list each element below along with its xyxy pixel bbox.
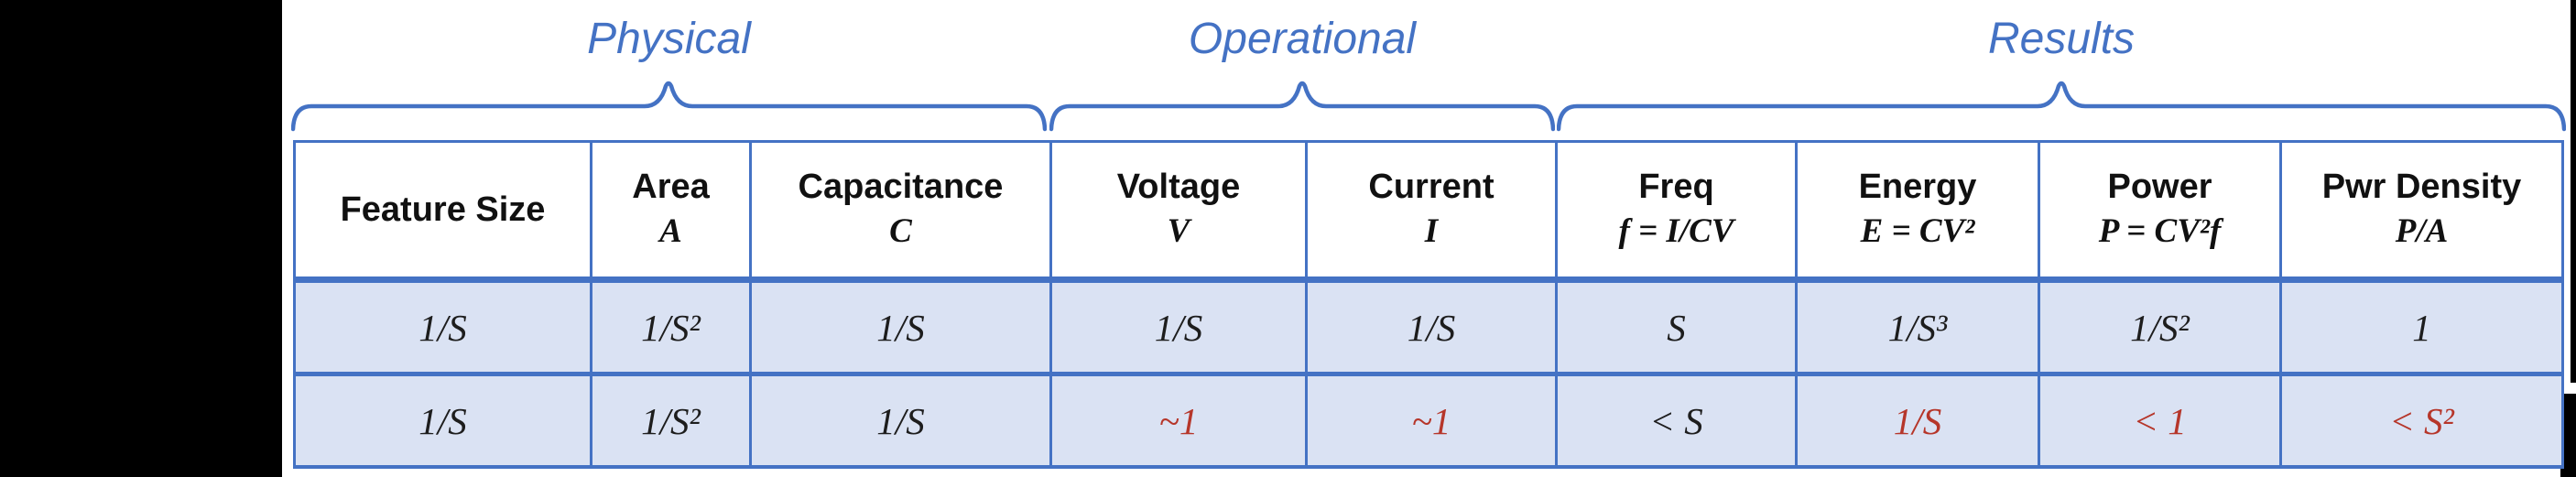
table-row-ideal-scaling: 1/S 1/S² 1/S 1/S 1/S S 1/S³ 1/S² 1 <box>293 278 2564 376</box>
scaling-table: Feature Size Area A Capacitance C Voltag… <box>293 140 2564 469</box>
col-symbol: V <box>1167 212 1190 250</box>
group-label-results: Results <box>1987 15 2136 63</box>
r2-energy: 1/S <box>1795 373 2040 469</box>
r2-voltage: ~1 <box>1049 373 1308 469</box>
col-header-freq: Freq f = I/CV <box>1555 140 1798 283</box>
r1-current: 1/S <box>1305 278 1558 376</box>
col-title: Energy <box>1858 168 1977 206</box>
r2-pwr-density: < S² <box>2279 373 2564 469</box>
brace-physical <box>291 81 1047 132</box>
r1-freq: S <box>1555 278 1798 376</box>
col-title: Voltage <box>1116 168 1241 206</box>
col-symbol: P/A <box>2395 212 2449 250</box>
r2-freq: < S <box>1555 373 1798 469</box>
r1-capacitance: 1/S <box>749 278 1052 376</box>
r1-pwr-density: 1 <box>2279 278 2564 376</box>
col-title: Pwr Density <box>2321 168 2522 206</box>
col-header-area: Area A <box>590 140 752 283</box>
r2-feature-size: 1/S <box>293 373 592 469</box>
col-header-voltage: Voltage V <box>1049 140 1308 283</box>
frame-edge-bar <box>2560 394 2576 477</box>
r1-area: 1/S² <box>590 278 752 376</box>
group-label-physical: Physical <box>587 15 751 63</box>
col-symbol: I <box>1424 212 1439 250</box>
frame-edge-line <box>2571 0 2576 383</box>
col-symbol: C <box>889 212 912 250</box>
col-title: Area <box>632 168 710 206</box>
r2-area: 1/S² <box>590 373 752 469</box>
col-header-pwr-density: Pwr Density P/A <box>2279 140 2564 283</box>
col-header-feature-size: Feature Size <box>293 140 592 283</box>
col-header-capacitance: Capacitance C <box>749 140 1052 283</box>
brace-results <box>1557 81 2566 132</box>
col-title: Feature Size <box>340 190 546 229</box>
col-header-energy: Energy E = CV² <box>1795 140 2040 283</box>
group-label-operational: Operational <box>1188 15 1417 63</box>
col-symbol: E = CV² <box>1860 212 1975 250</box>
col-symbol: A <box>659 212 682 250</box>
letterbox-left <box>0 0 282 477</box>
brace-operational <box>1049 81 1555 132</box>
col-title: Capacitance <box>798 168 1004 206</box>
col-symbol: P = CV²f <box>2098 212 2222 250</box>
r1-energy: 1/S³ <box>1795 278 2040 376</box>
col-title: Freq <box>1638 168 1714 206</box>
col-title: Power <box>2107 168 2212 206</box>
col-header-power: Power P = CV²f <box>2038 140 2282 283</box>
col-title: Current <box>1368 168 1495 206</box>
r1-feature-size: 1/S <box>293 278 592 376</box>
r1-voltage: 1/S <box>1049 278 1308 376</box>
r2-current: ~1 <box>1305 373 1558 469</box>
r2-capacitance: 1/S <box>749 373 1052 469</box>
header-row: Feature Size Area A Capacitance C Voltag… <box>293 140 2564 283</box>
table-row-post-dennard: 1/S 1/S² 1/S ~1 ~1 < S 1/S < 1 < S² <box>293 373 2564 469</box>
col-header-current: Current I <box>1305 140 1558 283</box>
r2-power: < 1 <box>2038 373 2282 469</box>
col-symbol: f = I/CV <box>1618 212 1734 250</box>
r1-power: 1/S² <box>2038 278 2282 376</box>
